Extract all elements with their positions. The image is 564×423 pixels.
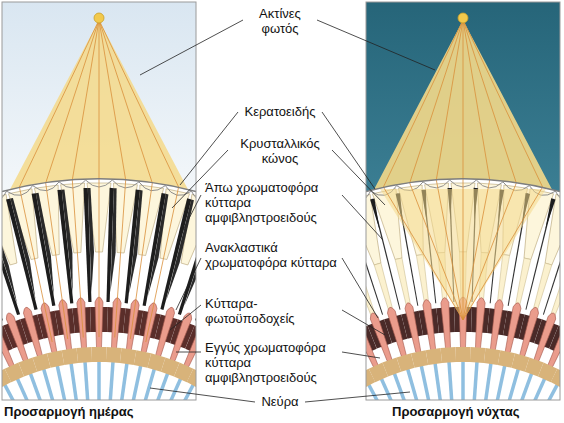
part-label: Κύτταρα-φωτοϋποδοχείς (205, 296, 340, 326)
part-label: Ανακλαστικά χρωματοφόρα κύτταρα (205, 240, 340, 270)
part-label: Εγγύς χρωματοφόρα κύτταρα αμφιβληστροειδ… (205, 340, 340, 385)
part-label: Κερατοειδής (230, 104, 330, 119)
panel-caption: Προσαρμογή νύχτας (392, 404, 560, 419)
part-label: Νεύρα (250, 394, 310, 409)
part-label: Άπω χρωματοφόρα κύτταρα αμφιβληστροειδού… (205, 180, 340, 225)
panel-caption: Προσαρμογή ημέρας (4, 404, 194, 419)
part-label: Κρυσταλλικός κώνος (228, 136, 332, 166)
part-label: Ακτίνες φωτός (243, 6, 317, 36)
